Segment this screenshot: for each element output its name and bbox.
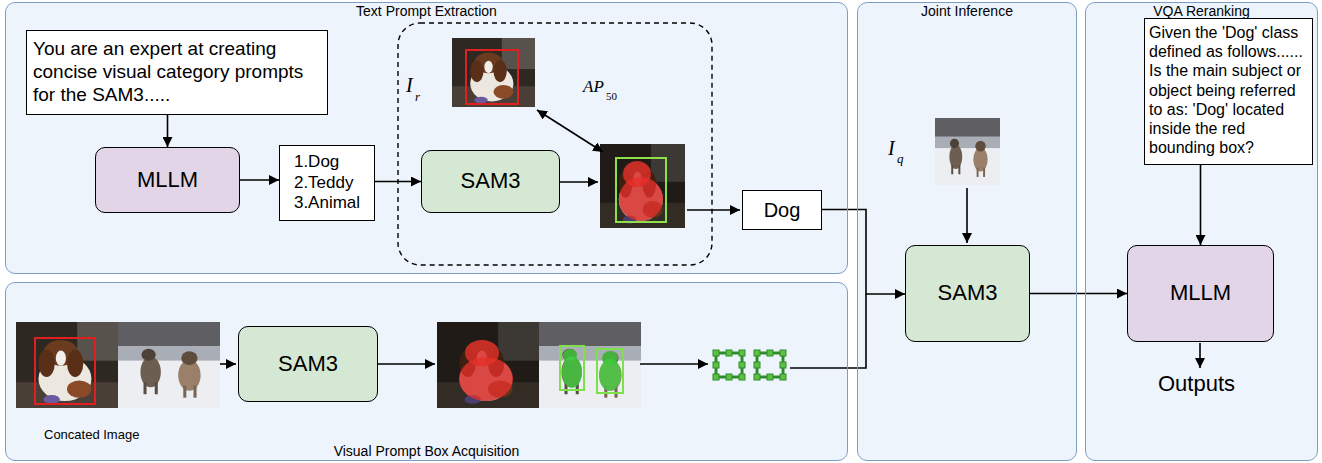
subscript: q bbox=[897, 152, 904, 166]
model-box: MLLM bbox=[95, 147, 240, 213]
box-label: Dog bbox=[764, 198, 801, 222]
subscript: 50 bbox=[606, 90, 617, 102]
panel-title: Visual Prompt Box Acquisition bbox=[6, 443, 847, 460]
panel-title: VQA Reranking bbox=[1086, 3, 1317, 20]
candidate-list: 1.Dog 2.Teddy 3.Animal bbox=[279, 145, 375, 221]
math-symbol: I bbox=[406, 74, 413, 96]
model-box: SAM3 bbox=[238, 326, 378, 402]
connector-arrow bbox=[167, 115, 169, 147]
box-label: You are an expert at creating concise vi… bbox=[33, 38, 321, 106]
image-caption: Concated Image bbox=[44, 428, 139, 442]
metric-symbol: AP bbox=[583, 78, 604, 97]
panel-title: Joint Inference bbox=[858, 3, 1076, 20]
stage-panel: Joint InferenceSAM3 bbox=[857, 2, 1077, 461]
box-label: MLLM bbox=[1170, 280, 1231, 306]
prompt-box: You are an expert at creating concise vi… bbox=[26, 30, 328, 115]
connector-arrow bbox=[240, 179, 279, 181]
subscript: r bbox=[415, 90, 420, 104]
output-label: Outputs bbox=[1158, 372, 1235, 396]
box-label: 1.Dog 2.Teddy 3.Animal bbox=[294, 152, 360, 213]
connector-arrow bbox=[1200, 165, 1202, 245]
box-label: Given the 'Dog' class defined as follows… bbox=[1149, 23, 1308, 157]
connector-arrow bbox=[375, 181, 421, 183]
box-label: SAM3 bbox=[938, 280, 998, 306]
stage-panel: Text Prompt ExtractionYou are an expert … bbox=[5, 2, 848, 274]
model-box: SAM3 bbox=[905, 245, 1030, 342]
panel-title: Text Prompt Extraction bbox=[6, 3, 847, 20]
prompt-result-box: Dog bbox=[742, 190, 822, 230]
box-label: MLLM bbox=[137, 167, 198, 193]
question-box: Given the 'Dog' class defined as follows… bbox=[1144, 18, 1313, 165]
model-box: SAM3 bbox=[421, 150, 560, 213]
model-box: MLLM bbox=[1127, 245, 1274, 342]
connector-arrow bbox=[1030, 293, 1127, 295]
box-label: SAM3 bbox=[461, 168, 521, 194]
box-label: SAM3 bbox=[278, 351, 338, 377]
math-symbol: I bbox=[888, 137, 895, 159]
